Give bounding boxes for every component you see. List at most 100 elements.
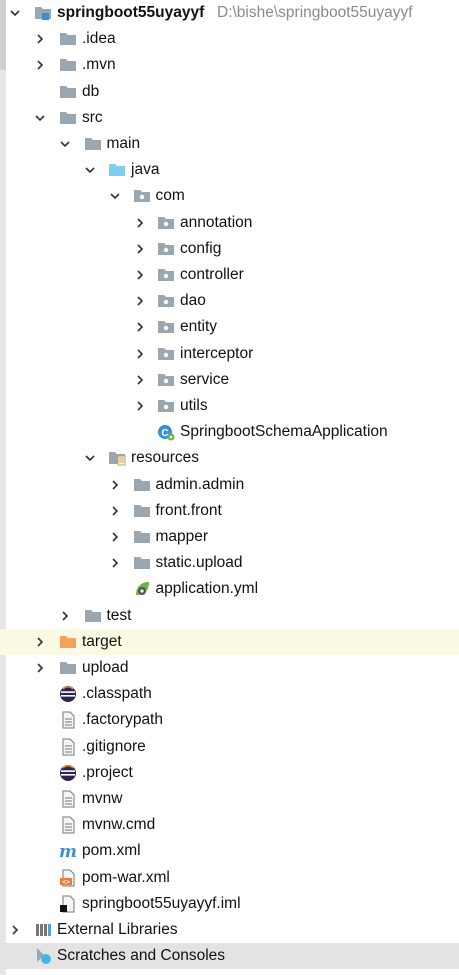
project-root-label: springboot55uyayyf: [57, 4, 205, 21]
folder-icon: [133, 502, 151, 520]
tree-item-label: application.yml: [155, 580, 259, 597]
chevron-right-icon[interactable]: [135, 375, 145, 385]
tree-item-label: annotation: [180, 214, 253, 231]
chevron-right-icon[interactable]: [110, 558, 120, 568]
tree-item-label: mvnw: [82, 790, 123, 807]
scrollbar-track[interactable]: [0, 0, 6, 975]
chevron-right-icon[interactable]: [35, 60, 45, 70]
tree-item-pom-xml[interactable]: m pom.xml: [0, 838, 459, 864]
tree-item-entity[interactable]: entity: [0, 314, 459, 340]
text-file-icon: [59, 711, 77, 729]
chevron-right-icon[interactable]: [110, 506, 120, 516]
chevron-right-icon[interactable]: [135, 401, 145, 411]
folder-icon: [84, 135, 102, 153]
tree-item-application-yml[interactable]: application.yml: [0, 576, 459, 602]
tree-item-label: .mvn: [82, 56, 116, 73]
tree-item-mvnw-cmd[interactable]: mvnw.cmd: [0, 812, 459, 838]
tree-item-label: upload: [82, 659, 129, 676]
svg-text:C: C: [161, 428, 168, 439]
tree-item-test[interactable]: test: [0, 603, 459, 629]
chevron-right-icon[interactable]: [110, 532, 120, 542]
chevron-right-icon[interactable]: [135, 218, 145, 228]
tree-item-admin-admin[interactable]: admin.admin: [0, 472, 459, 498]
chevron-right-icon[interactable]: [10, 925, 20, 935]
tree-item-label: controller: [180, 266, 244, 283]
tree-item-db[interactable]: db: [0, 79, 459, 105]
chevron-down-icon[interactable]: [35, 113, 45, 123]
chevron-right-icon[interactable]: [135, 270, 145, 280]
resources-folder-icon: [108, 449, 126, 467]
tree-item-label: mvnw.cmd: [82, 816, 156, 833]
tree-item-resources[interactable]: resources: [0, 445, 459, 471]
tree-item-annotation[interactable]: annotation: [0, 210, 459, 236]
text-file-icon: [59, 816, 77, 834]
eclipse-file-icon: [59, 685, 77, 703]
tree-item-upload[interactable]: upload: [0, 655, 459, 681]
tree-item-label: .idea: [82, 30, 116, 47]
chevron-right-icon[interactable]: [35, 663, 45, 673]
chevron-right-icon[interactable]: [35, 637, 45, 647]
tree-item-scratches-and-consoles[interactable]: Scratches and Consoles: [0, 943, 459, 969]
package-icon: [157, 266, 175, 284]
tree-item-pom-war-xml[interactable]: <>pom-war.xml: [0, 865, 459, 891]
chevron-right-icon[interactable]: [35, 34, 45, 44]
chevron-right-icon[interactable]: [135, 296, 145, 306]
folder-icon: [59, 109, 77, 127]
tree-item-label: pom.xml: [82, 842, 141, 859]
tree-item-service[interactable]: service: [0, 367, 459, 393]
eclipse-file-icon: [59, 764, 77, 782]
tree-item-mapper[interactable]: mapper: [0, 524, 459, 550]
tree-item-gitignore[interactable]: .gitignore: [0, 734, 459, 760]
tree-item-label: db: [82, 83, 100, 100]
tree-item-mvn[interactable]: .mvn: [0, 52, 459, 78]
folder-icon: [84, 607, 102, 625]
tree-item-target[interactable]: target: [0, 629, 459, 655]
module-folder-icon: [34, 4, 52, 22]
chevron-down-icon[interactable]: [85, 165, 95, 175]
libraries-icon: [34, 921, 52, 939]
tree-item-controller[interactable]: controller: [0, 262, 459, 288]
chevron-down-icon[interactable]: [110, 191, 120, 201]
package-icon: [133, 187, 151, 205]
tree-item-idea[interactable]: .idea: [0, 26, 459, 52]
tree-item-utils[interactable]: utils: [0, 393, 459, 419]
chevron-down-icon[interactable]: [60, 139, 70, 149]
tree-root-row[interactable]: springboot55uyayyf D:\bishe\springboot55…: [0, 0, 459, 26]
tree-item-front-front[interactable]: front.front: [0, 498, 459, 524]
chevron-down-icon[interactable]: [10, 8, 20, 18]
chevron-right-icon[interactable]: [110, 480, 120, 490]
folder-icon: [133, 528, 151, 546]
tree-item-classpath[interactable]: .classpath: [0, 681, 459, 707]
tree-item-mvnw[interactable]: mvnw: [0, 786, 459, 812]
tree-item-label: .factorypath: [82, 711, 163, 728]
tree-item-src[interactable]: src: [0, 105, 459, 131]
iml-file-icon: [59, 895, 77, 913]
tree-item-label: test: [106, 607, 132, 624]
tree-item-interceptor[interactable]: interceptor: [0, 341, 459, 367]
maven-icon: m: [59, 842, 77, 860]
chevron-right-icon[interactable]: [135, 349, 145, 359]
chevron-right-icon[interactable]: [135, 244, 145, 254]
tree-item-label: target: [82, 633, 122, 650]
scrollbar-thumb[interactable]: [0, 0, 6, 70]
tree-item-factorypath[interactable]: .factorypath: [0, 707, 459, 733]
tree-item-label: main: [106, 135, 141, 152]
chevron-down-icon[interactable]: [85, 453, 95, 463]
tree-item-java[interactable]: java: [0, 157, 459, 183]
chevron-right-icon[interactable]: [60, 611, 70, 621]
tree-item-com[interactable]: com: [0, 183, 459, 209]
tree-item-static-upload[interactable]: static.upload: [0, 550, 459, 576]
chevron-right-icon[interactable]: [135, 322, 145, 332]
tree-item-label: interceptor: [180, 345, 254, 362]
tree-item-springboot55uyayyf-iml[interactable]: springboot55uyayyf.iml: [0, 891, 459, 917]
tree-item-label: External Libraries: [57, 921, 178, 938]
tree-item-dao[interactable]: dao: [0, 288, 459, 314]
tree-item-main[interactable]: main: [0, 131, 459, 157]
folder-icon: [59, 56, 77, 74]
svg-text:m: m: [59, 842, 77, 860]
tree-item-config[interactable]: config: [0, 236, 459, 262]
tree-item-label: front.front: [155, 502, 222, 519]
tree-item-external-libraries[interactable]: External Libraries: [0, 917, 459, 943]
tree-item-project[interactable]: .project: [0, 760, 459, 786]
